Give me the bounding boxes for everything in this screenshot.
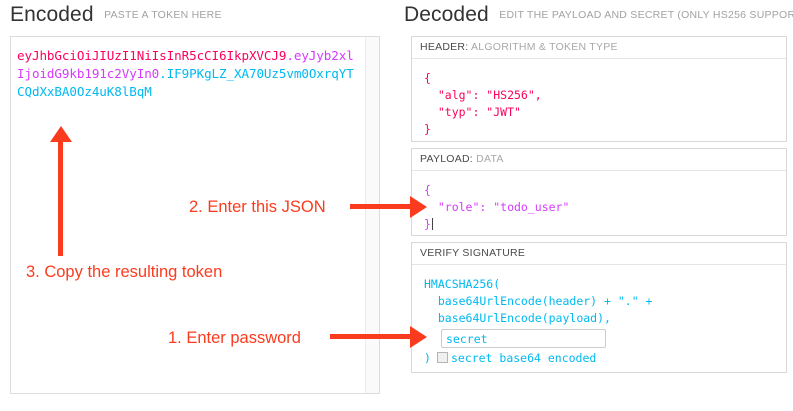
verify-signature-code: HMACSHA256( base64UrlEncode(header) + ".… [412, 265, 786, 377]
header-section-label: HEADER: ALGORITHM & TOKEN TYPE [412, 37, 786, 59]
payload-section-label: PAYLOAD: DATA [412, 149, 786, 171]
hmac-line-1: HMACSHA256( [424, 277, 501, 291]
encoded-token-text[interactable]: eyJhbGciOiJIUzI1NiIsInR5cCI6IkpXVCJ9.eyJ… [17, 47, 361, 101]
verify-section-label: VERIFY SIGNATURE [412, 243, 786, 265]
decoded-title: Decoded [404, 3, 489, 26]
encoded-title: Encoded [10, 3, 94, 26]
encoded-panel-heading: Encoded PASTE A TOKEN HERE [10, 3, 222, 27]
header-json-code[interactable]: { "alg": "HS256", "typ": "JWT" } [424, 71, 542, 136]
annotation-step-1-arrow-shaft [330, 334, 412, 339]
payload-json-editor[interactable]: { "role": "todo_user" } [412, 171, 786, 243]
decoded-verify-section: VERIFY SIGNATURE HMACSHA256( base64UrlEn… [411, 242, 787, 373]
encoded-subtitle: PASTE A TOKEN HERE [104, 9, 222, 21]
token-header-part: eyJhbGciOiJIUzI1NiIsInR5cCI6IkpXVCJ9 [17, 48, 287, 63]
verify-label-strong: VERIFY SIGNATURE [420, 247, 526, 259]
annotation-step-3-arrow-shaft [58, 140, 63, 256]
annotation-step-1-arrow-head-icon [410, 326, 427, 348]
annotation-step-1-label: 1. Enter password [168, 329, 301, 347]
annotation-step-2-arrow-shaft [350, 204, 412, 209]
secret-base64-label: secret base64 encoded [450, 351, 597, 365]
token-signature-part: IF9PKgLZ_XA70Uz5vm0OxrqYTCQdXxBA0Oz4uK8l… [17, 66, 354, 99]
annotation-step-2-label: 2. Enter this JSON [189, 198, 326, 216]
payload-label-strong: PAYLOAD: [420, 153, 473, 165]
hmac-line-2: base64UrlEncode(header) + "." + [424, 294, 653, 308]
decoded-header-section: HEADER: ALGORITHM & TOKEN TYPE { "alg": … [411, 36, 787, 142]
closing-paren: ) [424, 351, 431, 365]
token-payload-part: eyJyb2xlIjoidG9kb191c2VyIn0 [17, 48, 354, 81]
payload-json-code: { "role": "todo_user" } [424, 183, 570, 231]
hmac-line-3: base64UrlEncode(payload), [424, 311, 611, 325]
text-cursor [431, 218, 433, 230]
decoded-payload-section: PAYLOAD: DATA { "role": "todo_user" } [411, 148, 787, 236]
header-label-muted: ALGORITHM & TOKEN TYPE [471, 41, 618, 53]
payload-label-muted: DATA [476, 153, 504, 165]
token-separator-1: . [286, 48, 294, 63]
annotation-step-2-arrow-head-icon [410, 196, 427, 218]
annotation-step-3-arrow-head-icon [50, 126, 72, 142]
token-separator-2: . [159, 66, 167, 81]
encoded-token-panel[interactable]: eyJhbGciOiJIUzI1NiIsInR5cCI6IkpXVCJ9.eyJ… [10, 36, 380, 394]
secret-input[interactable] [441, 329, 606, 348]
header-label-strong: HEADER: [420, 41, 469, 53]
secret-base64-checkbox[interactable] [436, 352, 448, 363]
decoded-panel-heading: Decoded EDIT THE PAYLOAD AND SECRET (ONL… [404, 3, 793, 27]
annotation-step-3-label: 3. Copy the resulting token [26, 263, 223, 281]
encoded-panel-scrollbar[interactable] [365, 37, 379, 393]
secret-base64-row[interactable]: ) secret base64 encoded [424, 350, 778, 367]
decoded-subtitle: EDIT THE PAYLOAD AND SECRET (ONLY HS256 … [499, 9, 793, 21]
